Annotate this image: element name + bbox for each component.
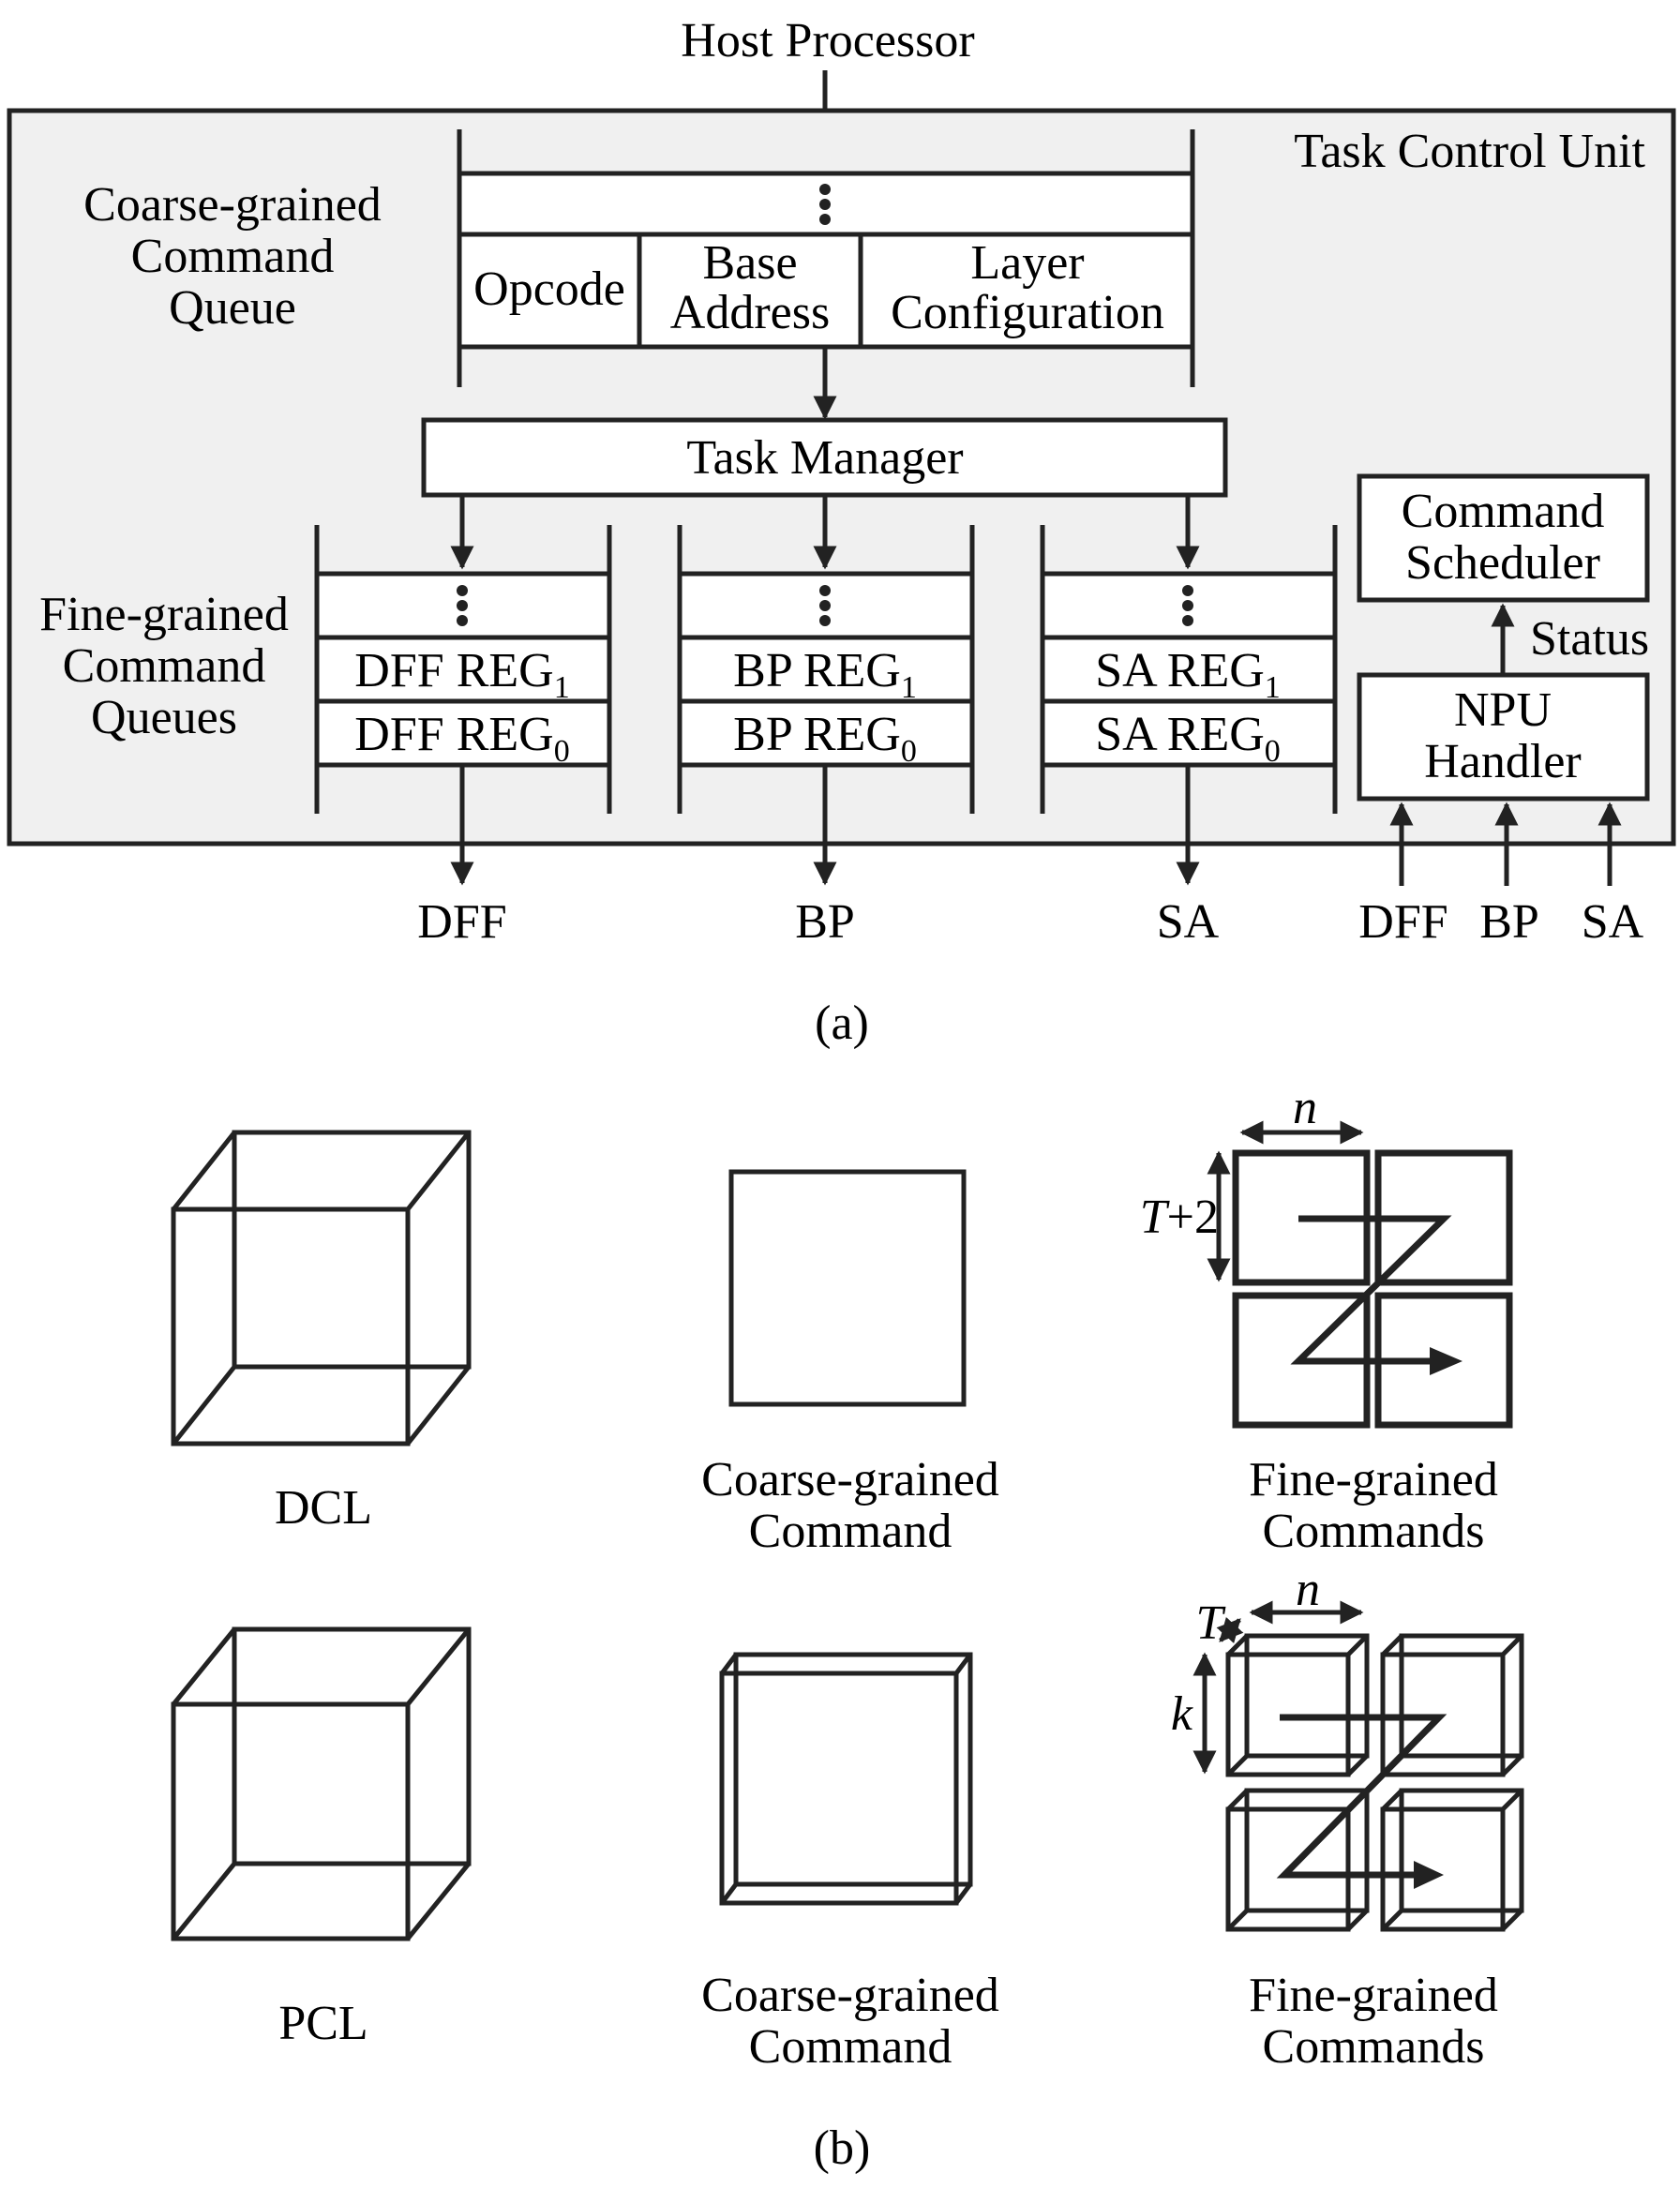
handler-input-dff: DFF [1358, 895, 1448, 949]
fine-commands-label-1: Fine-grained Commands [1249, 1453, 1498, 1558]
fine-queue-label: Fine-grained Command Queues [39, 588, 289, 744]
bp-reg0-label: BP REG0 [733, 708, 917, 769]
svg-text:Commands: Commands [1263, 1505, 1485, 1558]
coarse-command-label-1: Coarse-grained Command [701, 1453, 999, 1558]
pcl-label: PCL [278, 1997, 368, 2050]
svg-text:NPU: NPU [1454, 683, 1552, 737]
dcl-label: DCL [275, 1481, 372, 1535]
coarse-command-label-2: Coarse-grained Command [701, 1969, 999, 2074]
status-label: Status [1530, 612, 1649, 666]
svg-text:Coarse-grained: Coarse-grained [83, 178, 382, 232]
pcl-cube [171, 1626, 472, 1941]
dim-k-label: k [1171, 1687, 1193, 1741]
svg-text:Queue: Queue [169, 281, 296, 335]
svg-text:Scheduler: Scheduler [1405, 536, 1600, 590]
fine-commands-label-2: Fine-grained Commands [1249, 1969, 1498, 2074]
host-processor-label: Host Processor [681, 14, 974, 67]
sa-queue [1040, 495, 1338, 886]
svg-text:Queues: Queues [91, 691, 237, 744]
svg-text:Address: Address [670, 286, 830, 339]
sa-reg1-label: SA REG1 [1095, 644, 1281, 705]
dim-n-label: n [1293, 1081, 1317, 1134]
task-manager-label: Task Manager [686, 431, 963, 485]
svg-text:Commands: Commands [1263, 2020, 1485, 2074]
handler-input-bp: BP [1479, 895, 1539, 949]
dff-reg0-label: DFF REG0 [354, 708, 569, 769]
svg-text:Fine-grained: Fine-grained [1249, 1453, 1498, 1506]
svg-text:Command: Command [749, 2020, 952, 2074]
handler-input-sa: SA [1582, 895, 1644, 949]
coarse-queue-label: Coarse-grained Command Queue [83, 178, 382, 335]
task-manager-box [421, 417, 1228, 498]
bp-output-label: BP [795, 895, 855, 949]
opcode-field: Opcode [473, 262, 625, 316]
svg-text:Handler: Handler [1424, 735, 1581, 788]
dff-reg1-label: DFF REG1 [354, 644, 569, 705]
fine-commands-grid-2d [1207, 1120, 1513, 1429]
npu-handler-box [1357, 672, 1650, 802]
layer-configuration-field: Layer Configuration [891, 236, 1164, 339]
svg-text:Base: Base [702, 236, 797, 290]
task-control-unit-label: Task Control Unit [1294, 125, 1645, 178]
caption-a: (a) [815, 997, 869, 1050]
svg-text:Layer: Layer [970, 236, 1084, 290]
base-address-field: Base Address [670, 236, 830, 339]
dff-queue [314, 495, 612, 886]
coarse-command-slab [719, 1652, 973, 1906]
sa-reg0-label: SA REG0 [1095, 708, 1281, 769]
svg-text:Command: Command [1402, 485, 1605, 538]
svg-text:Coarse-grained: Coarse-grained [701, 1453, 999, 1506]
npu-handler-label: NPU Handler [1424, 683, 1581, 788]
command-scheduler-box [1357, 473, 1650, 603]
svg-text:Configuration: Configuration [891, 286, 1164, 339]
bp-queue [677, 495, 975, 886]
sa-output-label: SA [1157, 895, 1220, 949]
dcl-cube [171, 1130, 472, 1446]
svg-text:Coarse-grained: Coarse-grained [701, 1969, 999, 2022]
command-scheduler-label: Command Scheduler [1402, 485, 1605, 590]
svg-text:Command: Command [749, 1505, 952, 1558]
dim-n-label-3d: n [1296, 1563, 1320, 1616]
ellipsis-dot [819, 199, 831, 210]
svg-text:Command: Command [131, 230, 335, 283]
caption-b: (b) [814, 2121, 871, 2175]
dff-output-label: DFF [417, 895, 506, 949]
bp-reg1-label: BP REG1 [733, 644, 917, 705]
svg-text:Fine-grained: Fine-grained [1249, 1969, 1498, 2022]
svg-text:Command: Command [63, 639, 266, 693]
fine-commands-grid-3d [1192, 1600, 1524, 1932]
coarse-command-queue [457, 129, 1195, 387]
dim-t-plus-2-label: T+2 [1140, 1191, 1219, 1244]
svg-text:Fine-grained: Fine-grained [39, 588, 289, 641]
dim-t-label-3d: T [1196, 1596, 1226, 1650]
coarse-command-square [728, 1169, 967, 1407]
ellipsis-dot [819, 214, 831, 225]
ellipsis-dot [819, 184, 831, 195]
